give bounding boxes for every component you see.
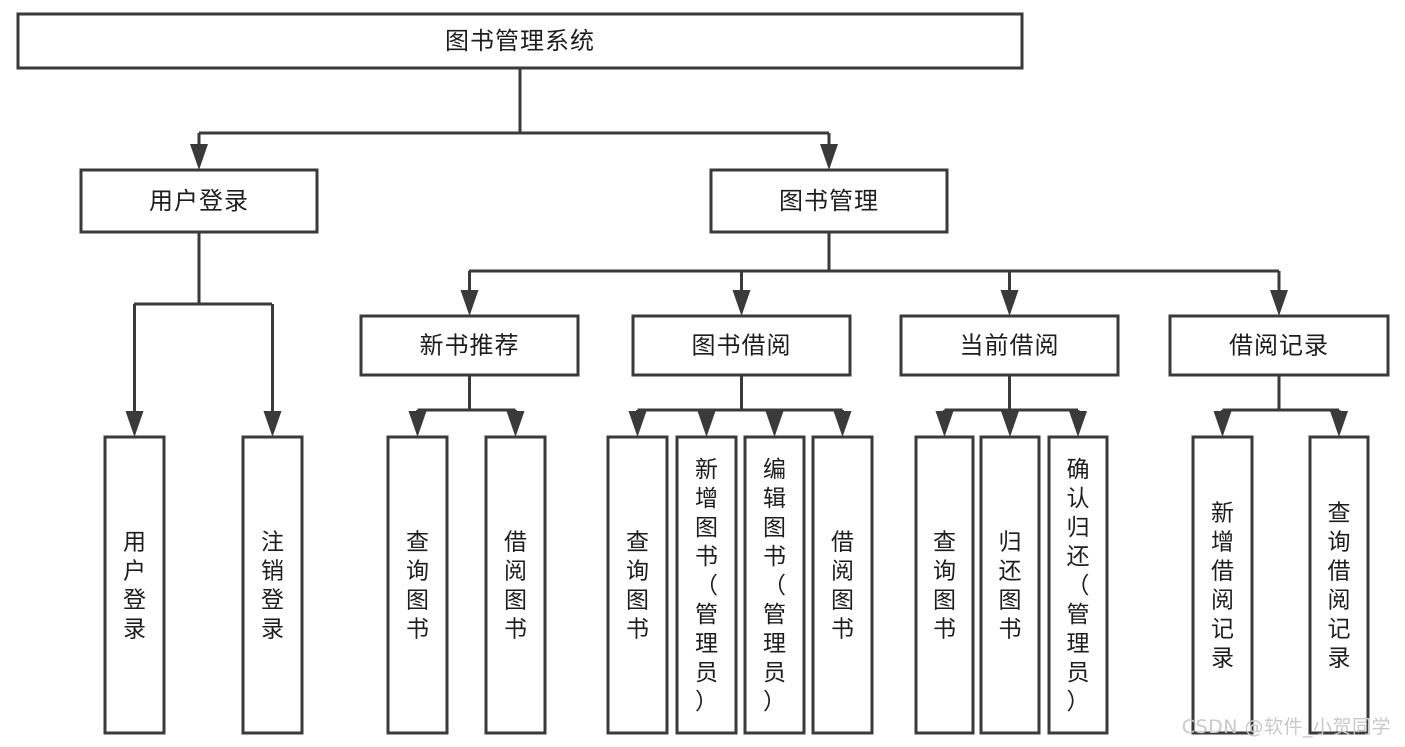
node-leaf-0-label: 用户登录: [123, 530, 146, 643]
node-leaf-10[interactable]: 确认归还（管理员）: [1047, 435, 1109, 735]
node-level3-2[interactable]: 当前借阅: [899, 314, 1120, 377]
arrow-head-icon: [628, 411, 647, 437]
node-level3-0[interactable]: 新书推荐: [359, 314, 580, 377]
node-level3-2-label: 当前借阅: [960, 332, 1060, 360]
node-leaf-12-rect[interactable]: [1308, 435, 1370, 735]
node-level2-0[interactable]: 用户登录: [79, 168, 319, 234]
arrow-head-icon: [506, 411, 525, 437]
node-level3-1-label: 图书借阅: [692, 332, 792, 360]
node-leaf-3-label: 借阅图书: [504, 530, 527, 643]
node-leaf-2-rect[interactable]: [386, 435, 449, 735]
node-leaf-10-rect[interactable]: [1047, 435, 1109, 735]
arrow-head-icon: [190, 144, 208, 170]
node-leaf-1-label: 注销登录: [261, 530, 284, 643]
node-leaf-10-label: 确认归还（管理员）: [1067, 457, 1090, 715]
arrow-head-icon: [697, 411, 716, 437]
node-leaf-8-label: 查询图书: [933, 530, 956, 643]
node-leaf-1[interactable]: 注销登录: [241, 435, 304, 735]
arrow-head-icon: [833, 411, 852, 437]
arrow-head-icon: [1001, 411, 1019, 437]
arrow-head-icon: [732, 290, 751, 316]
node-level2-1-label: 图书管理: [779, 187, 879, 215]
node-leaf-4[interactable]: 查询图书: [606, 435, 669, 735]
arrow-head-icon: [1270, 290, 1288, 316]
node-level2-1[interactable]: 图书管理: [709, 168, 949, 234]
node-leaf-4-rect[interactable]: [606, 435, 669, 735]
arrow-head-icon: [1330, 411, 1348, 437]
node-root-rect[interactable]: [16, 12, 1024, 70]
node-leaf-5-label: 新增图书（管理员）: [695, 457, 718, 715]
node-leaf-7[interactable]: 借阅图书: [811, 435, 874, 735]
node-leaf-5-rect[interactable]: [675, 435, 738, 735]
node-leaf-4-label: 查询图书: [626, 530, 649, 643]
node-level2-0-label: 用户登录: [149, 187, 249, 215]
connectors-layer: [125, 68, 1348, 437]
node-leaf-11-rect[interactable]: [1191, 435, 1254, 735]
arrow-head-icon: [263, 411, 282, 437]
node-leaf-6-rect[interactable]: [743, 435, 806, 735]
node-level3-0-label: 新书推荐: [420, 332, 520, 360]
node-leaf-9-label: 归还图书: [999, 530, 1022, 643]
node-level2-0-rect[interactable]: [79, 168, 319, 234]
node-leaf-2-label: 查询图书: [406, 530, 429, 643]
node-leaf-1-rect[interactable]: [241, 435, 304, 735]
node-leaf-3[interactable]: 借阅图书: [484, 435, 547, 735]
node-leaf-3-rect[interactable]: [484, 435, 547, 735]
node-leaf-12-label: 查询借阅记录: [1328, 501, 1351, 672]
boxes-layer: 图书管理系统用户登录图书管理新书推荐图书借阅当前借阅借阅记录用户登录注销登录查询…: [16, 12, 1390, 735]
node-leaf-11[interactable]: 新增借阅记录: [1191, 435, 1254, 735]
node-level3-3-label: 借阅记录: [1229, 332, 1329, 360]
node-leaf-8[interactable]: 查询图书: [914, 435, 975, 735]
node-leaf-6-label: 编辑图书（管理员）: [763, 457, 786, 715]
arrow-head-icon: [1069, 411, 1087, 437]
node-leaf-2[interactable]: 查询图书: [386, 435, 449, 735]
node-level3-2-rect[interactable]: [899, 314, 1120, 377]
node-level2-1-rect[interactable]: [709, 168, 949, 234]
arrow-head-icon: [1213, 411, 1232, 437]
arrow-head-icon: [1000, 290, 1019, 316]
node-leaf-8-rect[interactable]: [914, 435, 975, 735]
node-leaf-7-label: 借阅图书: [831, 530, 854, 643]
node-level3-1-rect[interactable]: [631, 314, 852, 377]
arrow-head-icon: [820, 144, 838, 170]
node-level3-3[interactable]: 借阅记录: [1168, 314, 1390, 377]
node-leaf-7-rect[interactable]: [811, 435, 874, 735]
arrow-head-icon: [460, 290, 479, 316]
node-leaf-12[interactable]: 查询借阅记录: [1308, 435, 1370, 735]
arrow-head-icon: [408, 411, 427, 437]
node-root[interactable]: 图书管理系统: [16, 12, 1024, 70]
arrow-head-icon: [765, 411, 784, 437]
node-leaf-0[interactable]: 用户登录: [103, 435, 166, 735]
node-leaf-11-label: 新增借阅记录: [1211, 501, 1234, 672]
node-root-label: 图书管理系统: [445, 27, 595, 55]
node-leaf-9[interactable]: 归还图书: [979, 435, 1041, 735]
node-leaf-0-rect[interactable]: [103, 435, 166, 735]
arrow-head-icon: [125, 411, 144, 437]
node-leaf-5[interactable]: 新增图书（管理员）: [675, 435, 738, 735]
node-level3-3-rect[interactable]: [1168, 314, 1390, 377]
node-leaf-9-rect[interactable]: [979, 435, 1041, 735]
node-level3-1[interactable]: 图书借阅: [631, 314, 852, 377]
node-level3-0-rect[interactable]: [359, 314, 580, 377]
node-leaf-6[interactable]: 编辑图书（管理员）: [743, 435, 806, 735]
arrow-head-icon: [935, 411, 954, 437]
